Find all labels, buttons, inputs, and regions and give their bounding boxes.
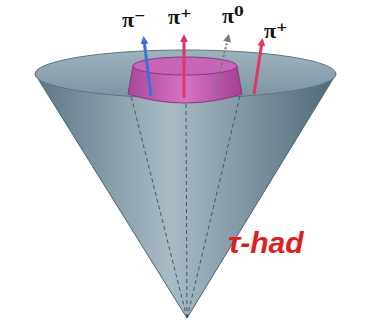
outer-cone	[35, 74, 336, 318]
pion-arrow	[144, 40, 151, 96]
inner-cone-edge	[131, 96, 187, 318]
pion-arrow	[254, 42, 262, 94]
particle-label: π⁰	[222, 5, 244, 27]
particle-label: π⁺	[168, 6, 192, 28]
particle-label: π⁻	[122, 9, 146, 31]
pion-arrow	[215, 38, 228, 92]
inner-cone-edge	[187, 96, 240, 318]
jet-label: τ-had	[228, 228, 304, 258]
cone-axis	[186, 100, 187, 318]
pion-arrow	[183, 38, 186, 98]
particle-label: π⁺	[264, 20, 288, 42]
